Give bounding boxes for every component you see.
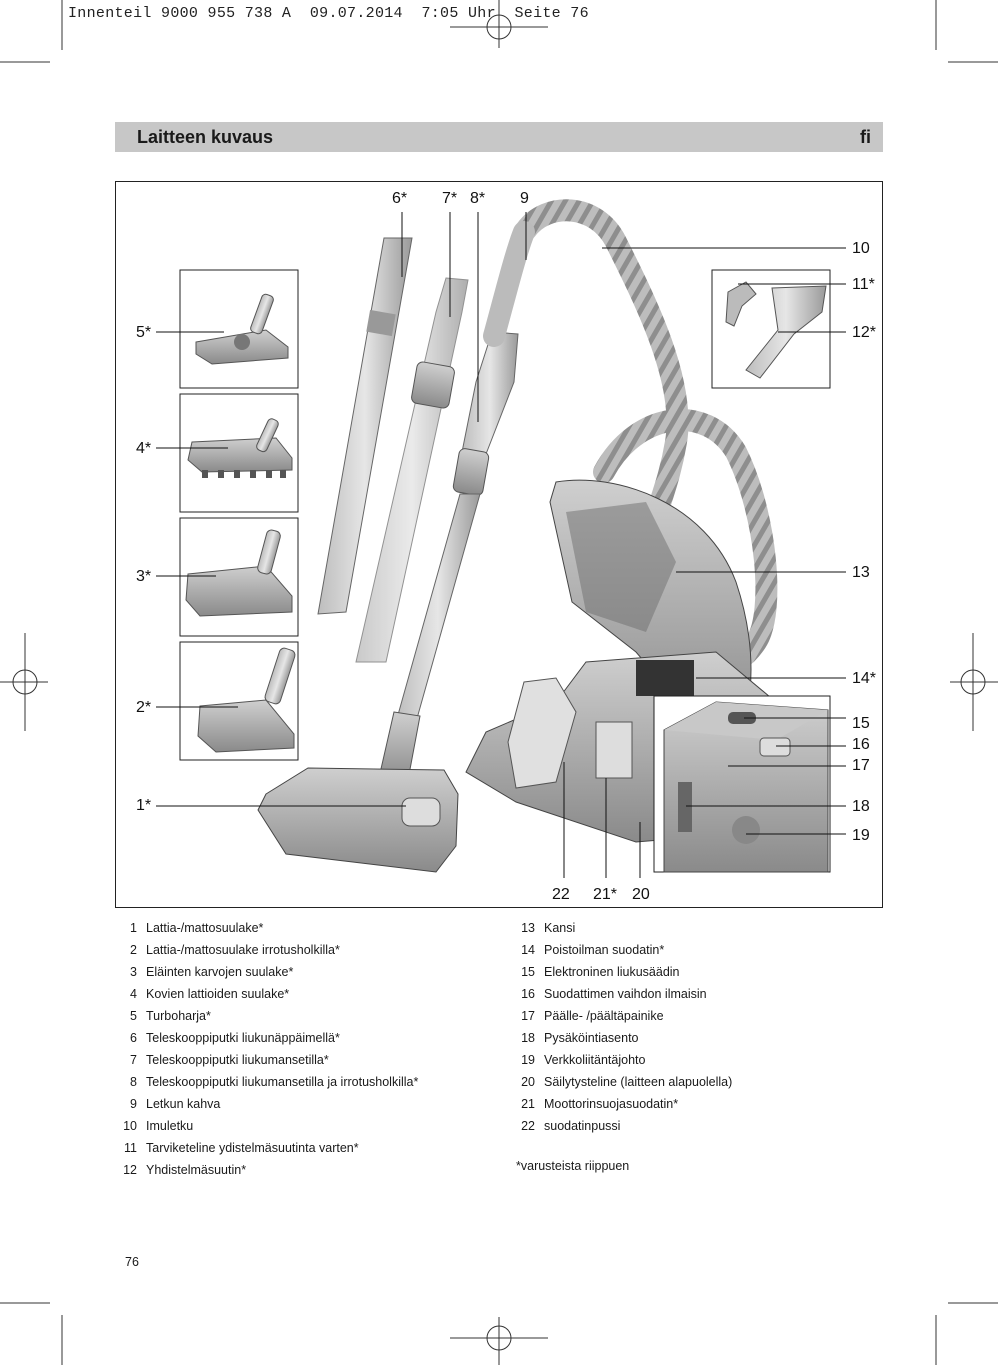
nozzle-box-5 (179, 269, 299, 389)
telescopic-tubes (317, 237, 469, 663)
device-illustration: 6* 7* 8* 9 10 11* 12* 5* 4* 3* 2* 1* 13 … (115, 181, 883, 908)
page-number: 76 (125, 1255, 139, 1269)
leader-lines (156, 212, 846, 878)
print-header: Innenteil 9000 955 738 A 09.07.2014 7:05… (68, 5, 589, 22)
nozzle-box-3 (179, 517, 299, 637)
callout-5: 5* (136, 324, 152, 341)
hose-handle-and-tube (257, 331, 519, 873)
section-title: Laitteen kuvaus (137, 127, 274, 147)
callout-9: 9 (520, 190, 529, 207)
callout-13: 13 (852, 564, 870, 581)
callout-7: 7* (442, 190, 458, 207)
callout-17: 17 (852, 757, 870, 774)
callout-4: 4* (136, 440, 152, 457)
language-code: fi (860, 127, 871, 147)
callout-22: 22 (552, 886, 570, 903)
vacuum-cleaner-drawing (156, 199, 846, 878)
callout-2: 2* (136, 699, 152, 716)
nozzle-box-2 (179, 641, 299, 761)
accessory-box-11-12 (711, 269, 831, 389)
callout-6: 6* (392, 190, 408, 207)
callout-10: 10 (852, 240, 870, 257)
callout-20: 20 (632, 886, 650, 903)
nozzle-box-4 (179, 393, 299, 513)
callout-12: 12* (852, 324, 877, 341)
callout-16: 16 (852, 736, 870, 753)
callout-18: 18 (852, 798, 870, 815)
control-detail-box (653, 695, 831, 873)
callout-19: 19 (852, 827, 870, 844)
callout-21: 21* (593, 886, 618, 903)
section-header: Laitteen kuvaus fi (115, 122, 883, 152)
callout-8: 8* (470, 190, 486, 207)
callout-1: 1* (136, 797, 152, 814)
callout-11: 11* (852, 276, 875, 293)
callout-3: 3* (136, 568, 152, 585)
callout-15: 15 (852, 715, 870, 732)
footnote: *varusteista riippuen (516, 1159, 630, 1173)
callout-14: 14* (852, 670, 877, 687)
